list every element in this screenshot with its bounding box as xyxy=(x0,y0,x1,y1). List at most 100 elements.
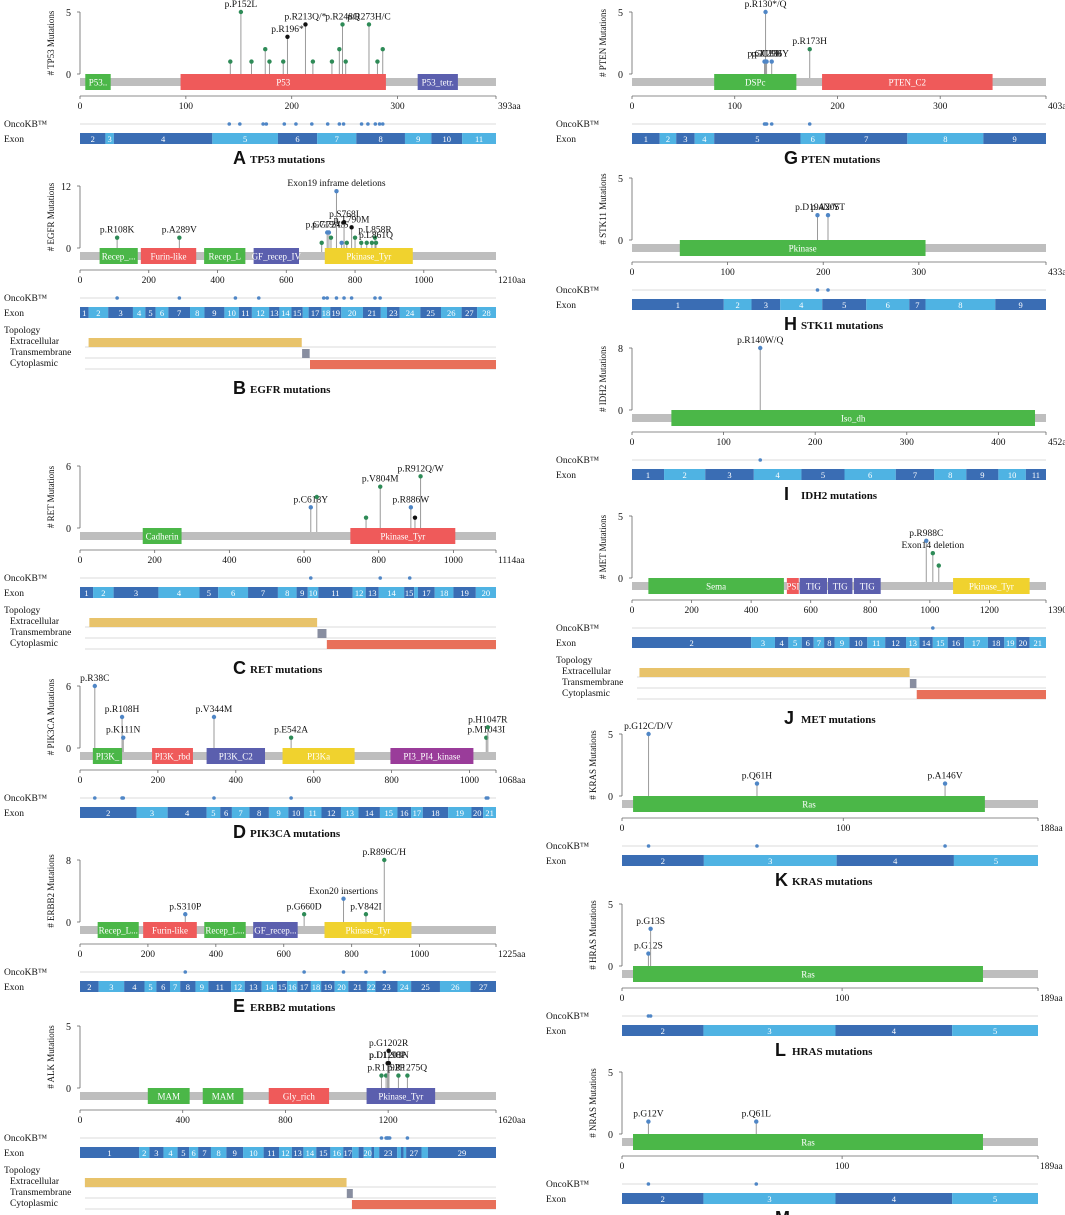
exon-segment xyxy=(248,587,278,598)
x-tick-label: 1200 xyxy=(379,1116,398,1126)
protein-length-label: 1225aa xyxy=(498,950,526,960)
oncokb-track-label: OncoKB™ xyxy=(556,120,600,130)
exon-segment xyxy=(261,981,277,992)
mutation-label: p.R886W xyxy=(393,495,430,505)
mutation-label: p.M1043I xyxy=(467,726,505,736)
exon-label: 3 xyxy=(683,134,687,144)
exon-label: 2 xyxy=(683,470,687,480)
x-tick-label: 0 xyxy=(78,102,83,112)
exon-label: 13 xyxy=(293,1148,302,1158)
oncokb-track-label: OncoKB™ xyxy=(546,1180,590,1190)
oncokb-dot xyxy=(325,296,329,300)
exon-label: 19 xyxy=(332,308,341,318)
oncokb-dot xyxy=(769,122,774,126)
exon-label: 5 xyxy=(243,134,247,144)
lollipop-head xyxy=(329,59,335,64)
exon-segment xyxy=(966,469,999,480)
exon-segment xyxy=(224,307,239,318)
y-tick-label: 6 xyxy=(66,462,71,473)
exon-label: 14 xyxy=(281,308,290,318)
y-tick-label: 0 xyxy=(608,1130,613,1141)
exon-label: 2 xyxy=(661,1026,665,1036)
x-tick-label: 0 xyxy=(78,556,83,566)
exon-label: 13 xyxy=(270,308,279,318)
exon-label: 27 xyxy=(465,308,474,318)
exon-segment xyxy=(836,855,954,866)
exon-segment xyxy=(149,1147,164,1158)
exon-segment xyxy=(835,1025,953,1036)
exon-label: 20 xyxy=(1019,638,1028,648)
exon-segment xyxy=(404,587,415,598)
topology-row-label: Transmembrane xyxy=(10,1188,71,1198)
panel-caption: MET mutations xyxy=(801,714,876,726)
x-tick-label: 600 xyxy=(277,950,292,960)
domain-label: PSI xyxy=(786,582,799,592)
mutation-label: Exon14 deletion xyxy=(902,541,965,551)
exon-label: 11 xyxy=(216,982,224,992)
mutation-label: p.G719A/S xyxy=(306,221,349,231)
panel-letter: G xyxy=(784,148,798,168)
topology-segment xyxy=(346,1189,353,1198)
lollipop-head xyxy=(285,34,290,39)
exon-segment xyxy=(885,637,907,648)
exon-segment xyxy=(834,637,850,648)
exon-label: 20 xyxy=(363,1148,372,1158)
exon-segment xyxy=(198,1147,211,1158)
exon-segment xyxy=(471,807,484,818)
mutation-label: p.V804M xyxy=(362,475,399,485)
panel-caption: IDH2 mutations xyxy=(801,490,878,502)
exon-segment xyxy=(703,1025,836,1036)
exon-label: 7 xyxy=(335,134,339,144)
panel-caption: ERBB2 mutations xyxy=(250,1002,336,1014)
exon-segment xyxy=(330,307,342,318)
exon-label: 19 xyxy=(324,982,333,992)
exon-segment xyxy=(303,807,322,818)
exon-segment xyxy=(801,637,814,648)
exon-segment xyxy=(80,133,106,144)
exon-segment xyxy=(397,807,412,818)
x-tick-label: 0 xyxy=(630,268,635,278)
exon-label: 3 xyxy=(768,856,772,866)
exon-segment xyxy=(212,133,278,144)
oncokb-dot xyxy=(256,296,261,300)
exon-label: 7 xyxy=(239,808,243,818)
domain-red xyxy=(152,748,193,764)
exon-label: 9 xyxy=(980,470,984,480)
exon-label: 23 xyxy=(382,982,391,992)
lollipop-head xyxy=(301,912,307,917)
panel-pten: 50# PTEN Mutationsp.R130*/Qp.G129Ep.T131… xyxy=(556,0,1065,168)
exon-segment xyxy=(751,637,775,648)
exon-label: 16 xyxy=(333,1148,342,1158)
domain-blue xyxy=(853,578,881,594)
exon-segment xyxy=(169,981,181,992)
panel-caption: PIK3CA mutations xyxy=(250,828,341,840)
lollipop-head xyxy=(92,683,98,689)
mutation-label: p.R38C xyxy=(80,674,109,684)
exon-label: 8 xyxy=(257,808,261,818)
topology-row-label: Transmembrane xyxy=(10,628,71,638)
lollipop-head xyxy=(763,9,768,15)
domain-yellow xyxy=(953,578,1030,594)
lollipop-head xyxy=(328,235,334,240)
panel-letter: A xyxy=(233,148,246,168)
domain-label: Pkinase_Tyr xyxy=(346,252,391,262)
domain-label: Iso_dh xyxy=(841,414,866,424)
mutation-label: p.R173H xyxy=(792,37,827,47)
exon-label: 27 xyxy=(479,982,488,992)
oncokb-dot xyxy=(183,970,188,974)
lollipop-head xyxy=(310,59,316,64)
exon-label: 9 xyxy=(1019,300,1023,310)
panel-letter: L xyxy=(775,1040,786,1060)
exon-segment xyxy=(703,855,837,866)
exon-track-label: Exon xyxy=(546,1027,566,1037)
topology-label: Topology xyxy=(556,656,593,666)
domain-red xyxy=(268,1088,330,1104)
domain-green xyxy=(85,74,111,90)
exon-label: 19 xyxy=(1006,638,1015,648)
exon-segment xyxy=(167,807,207,818)
exon-label: 8 xyxy=(948,470,952,480)
x-tick-label: 100 xyxy=(835,1162,850,1172)
exon-segment xyxy=(277,133,318,144)
